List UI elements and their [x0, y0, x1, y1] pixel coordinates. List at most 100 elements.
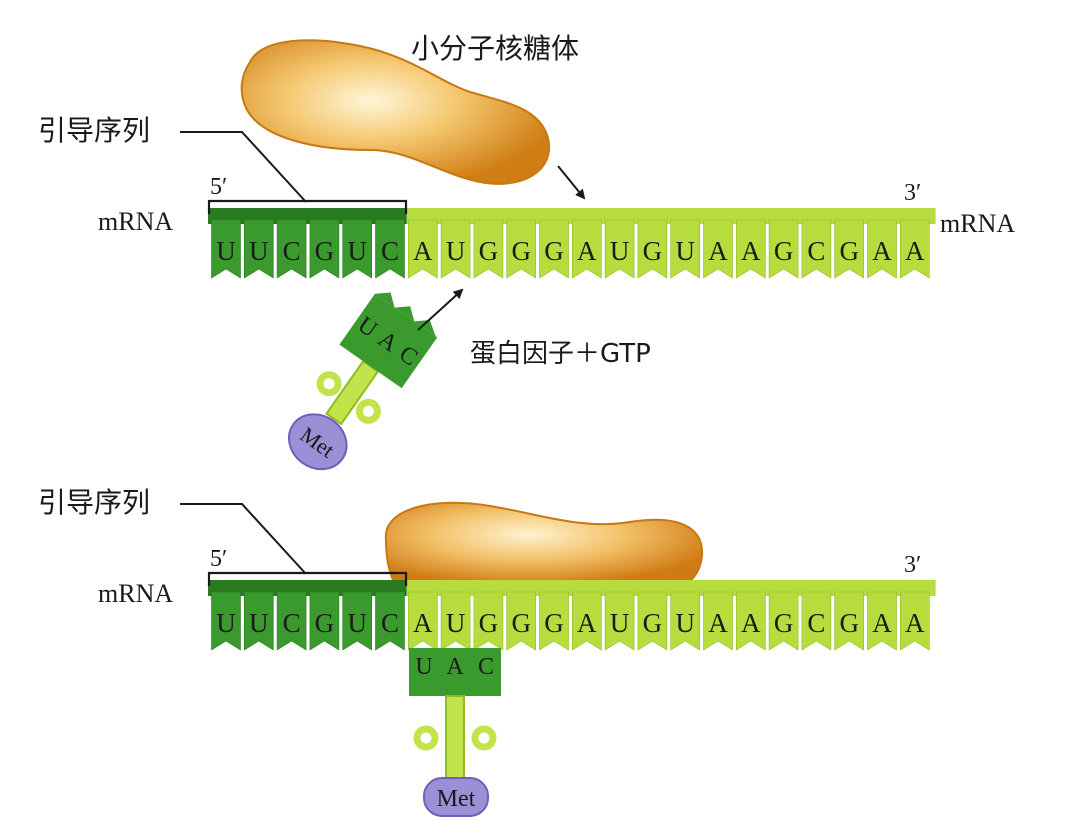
- top-base-letter-11: G: [544, 236, 564, 266]
- bottom-base-tooth-3: [276, 591, 307, 651]
- bottom-base-letter-18: G: [774, 608, 794, 638]
- bottom-base-letter-7: A: [413, 608, 433, 638]
- top-base-letter-18: G: [774, 236, 794, 266]
- bottom-base-letter-17: A: [741, 608, 761, 638]
- top-base-letter-14: G: [643, 236, 663, 266]
- three-prime-label: 3′: [904, 180, 921, 206]
- leader-pointer-line: [180, 131, 307, 203]
- five-prime-label-bottom: 5′: [210, 546, 227, 572]
- bottom-base-tooth-2: [244, 591, 274, 651]
- ribosome-arrow: [557, 165, 586, 200]
- bottom-base-letter-4: G: [315, 608, 335, 638]
- bottom-base-tooth-22: [900, 591, 930, 651]
- mrna-left-label-bottom: mRNA: [98, 579, 173, 608]
- met-amino-acid: [288, 413, 348, 471]
- top-base-tooth-5: [342, 219, 372, 279]
- bottom-base-letter-22: A: [905, 608, 925, 638]
- bottom-base-tooth-15: [670, 591, 700, 651]
- top-base-tooth-20: [834, 219, 864, 279]
- top-base-tooth-8: [440, 219, 471, 279]
- bottom-base-tooth-11: [539, 591, 569, 651]
- bottom-base-letter-14: G: [643, 608, 663, 638]
- bottom-base-tooth-20: [834, 591, 864, 651]
- top-base-letter-4: G: [315, 236, 335, 266]
- top-base-tooth-10: [506, 219, 536, 279]
- mrna-left-label: mRNA: [98, 207, 173, 236]
- mrna-right-label: mRNA: [940, 209, 1015, 238]
- top-base-tooth-4: [309, 219, 340, 279]
- bottom-base-tooth-7: [408, 591, 438, 651]
- trna-loop-right: [355, 398, 381, 424]
- bottom-base-letter-10: G: [511, 608, 531, 638]
- top-base-tooth-1: [211, 219, 241, 279]
- trna-loop-left: [316, 371, 342, 397]
- anticodon-block: [339, 293, 438, 389]
- top-base-tooth-14: [637, 219, 668, 279]
- bottom-base-tooth-9: [473, 591, 504, 651]
- bottom-base-tooth-18: [768, 591, 799, 651]
- top-base-tooth-16: [703, 219, 733, 279]
- top-base-letter-17: A: [741, 236, 761, 266]
- trna-loop-right-bottom: [471, 725, 497, 751]
- trna-loop-left-bottom: [413, 725, 439, 751]
- bottom-base-tooth-16: [703, 591, 733, 651]
- bottom-base-letter-12: A: [577, 608, 597, 638]
- top-base-tooth-19: [801, 219, 832, 279]
- bottom-base-tooth-5: [342, 591, 372, 651]
- bottom-base-tooth-17: [736, 591, 766, 651]
- bottom-base-letter-9: G: [479, 608, 499, 638]
- top-base-letter-1: U: [216, 236, 236, 266]
- top-base-letter-2: U: [249, 236, 269, 266]
- bottom-base-tooth-4: [309, 591, 340, 651]
- small-ribosome-shape: [240, 39, 551, 185]
- anticodon-base-3-bottom: C: [478, 654, 494, 680]
- anticodon-block-bottom: [409, 648, 501, 696]
- top-base-tooth-3: [276, 219, 307, 279]
- bottom-base-letter-19: C: [807, 608, 825, 638]
- bottom-base-letter-20: G: [839, 608, 859, 638]
- bottom-base-letter-6: C: [381, 608, 399, 638]
- bottom-base-tooth-1: [211, 591, 241, 651]
- bottom-base-letter-8: U: [446, 608, 466, 638]
- top-base-tooth-2: [244, 219, 274, 279]
- met-label-bottom: Met: [437, 786, 476, 812]
- top-base-letter-5: U: [347, 236, 367, 266]
- met-amino-acid-bottom: [423, 777, 489, 817]
- bottom-base-tooth-14: [637, 591, 668, 651]
- three-prime-label-bottom: 3′: [904, 552, 921, 578]
- top-base-tooth-15: [670, 219, 700, 279]
- bottom-base-tooth-21: [867, 591, 897, 651]
- top-base-letter-20: G: [839, 236, 859, 266]
- top-base-letter-13: U: [610, 236, 630, 266]
- top-base-tooth-7: [408, 219, 438, 279]
- top-base-letter-10: G: [511, 236, 531, 266]
- bottom-base-letter-3: C: [283, 608, 301, 638]
- bottom-base-tooth-6: [375, 591, 405, 651]
- trna-arrow: [417, 288, 464, 331]
- top-base-letter-9: G: [479, 236, 499, 266]
- top-base-letter-12: A: [577, 236, 597, 266]
- top-base-tooth-13: [604, 219, 635, 279]
- bottom-base-letter-13: U: [610, 608, 630, 638]
- top-base-letter-16: A: [708, 236, 728, 266]
- leader-bracket: [207, 199, 408, 214]
- bottom-base-tooth-12: [572, 591, 602, 651]
- top-base-letter-3: C: [283, 236, 301, 266]
- top-base-letter-22: A: [905, 236, 925, 266]
- bottom-base-tooth-8: [440, 591, 471, 651]
- top-base-tooth-6: [375, 219, 405, 279]
- bottom-base-tooth-19: [801, 591, 832, 651]
- top-base-tooth-9: [473, 219, 504, 279]
- top-base-tooth-18: [768, 219, 799, 279]
- bound-trna: U A C Met: [409, 648, 501, 817]
- bottom-base-letter-11: G: [544, 608, 564, 638]
- anticodon-base-2-bottom: A: [446, 654, 464, 680]
- bottom-base-letter-15: U: [675, 608, 695, 638]
- leader-sequence-label-bottom: 引导序列: [38, 486, 150, 519]
- bottom-base-letter-1: U: [216, 608, 236, 638]
